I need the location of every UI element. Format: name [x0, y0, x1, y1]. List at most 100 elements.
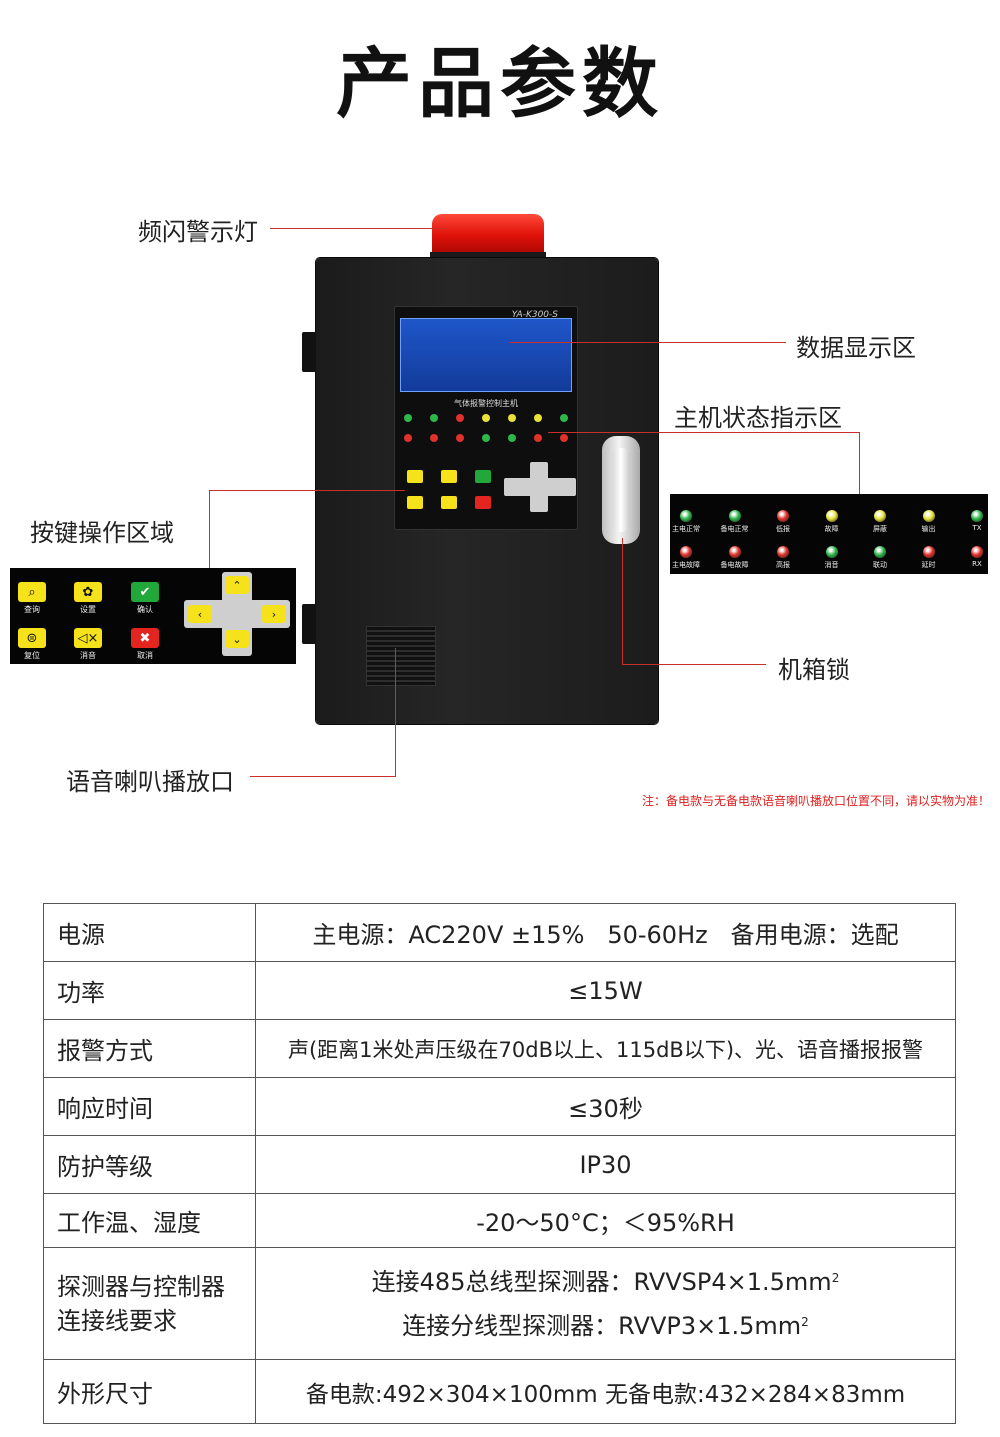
cancel-icon: ✖ [131, 628, 159, 648]
hinge-bottom [302, 604, 316, 644]
spec-value: ≤15W [255, 961, 956, 1020]
panel-key [475, 470, 491, 483]
table-row: 功率 ≤15W [43, 961, 956, 1020]
panel-led [560, 414, 568, 422]
callout-line [859, 432, 860, 494]
status-led [777, 546, 789, 558]
callout-keys: 按键操作区域 [30, 519, 174, 547]
callout-speaker: 语音喇叭播放口 [66, 768, 234, 796]
status-led-label: 低报 [776, 525, 790, 533]
spec-name-line: 连接线要求 [57, 1306, 177, 1335]
spec-value-text: 连接485总线型探测器：RVVSP4×1.5mm [371, 1267, 832, 1296]
status-led-label: 输出 [921, 525, 936, 533]
mute-icon: ◁× [74, 628, 102, 648]
panel-led [404, 414, 412, 422]
status-led-label: 主电故障 [672, 561, 700, 569]
panel-key [475, 496, 491, 509]
panel-led [534, 414, 542, 422]
status-led-label: 屏蔽 [873, 525, 887, 533]
status-led [728, 510, 741, 522]
spec-value: 声(距离1米处声压级在70dB以上、115dB以下)、光、语音播报报警 [255, 1019, 956, 1078]
callout-line [622, 538, 623, 664]
status-led-label: 故障 [824, 525, 839, 533]
key-label: 取消 [137, 651, 153, 660]
spec-value: IP30 [255, 1135, 956, 1194]
status-led-label: 延时 [921, 561, 936, 569]
page-title: 产品参数 [336, 39, 664, 128]
spec-value: 备电款:492×304×100mm 无备电款:432×284×83mm [255, 1359, 956, 1424]
status-led-label: RX [972, 560, 982, 568]
status-led-label: 消音 [824, 561, 839, 569]
status-led-label: 主电正常 [672, 525, 700, 533]
spec-name-line: 探测器与控制器 [57, 1272, 225, 1301]
panel-title: 气体报警控制主机 [454, 399, 518, 408]
status-led [922, 546, 935, 558]
panel-led [404, 434, 412, 442]
status-led [728, 546, 741, 558]
callout-line [395, 648, 396, 776]
status-led [777, 510, 789, 522]
key-label: 查询 [24, 605, 40, 614]
spec-name: 响应时间 [43, 1077, 256, 1136]
status-led-label: 备电正常 [720, 525, 749, 533]
check-icon: ✔ [131, 582, 159, 602]
table-row: 报警方式 声(距离1米处声压级在70dB以上、115dB以下)、光、语音播报报警 [43, 1019, 956, 1078]
panel-led [508, 414, 516, 422]
panel-model: YA-K300-S [511, 310, 558, 320]
superscript: 2 [831, 1270, 840, 1285]
table-row: 响应时间 ≤30秒 [43, 1077, 956, 1136]
panel-key [407, 496, 423, 509]
spec-name: 外形尺寸 [43, 1359, 256, 1424]
key-label: 设置 [80, 605, 96, 614]
callout-line [209, 490, 210, 568]
status-led [825, 510, 838, 522]
status-led [874, 546, 886, 558]
arrow-down-icon: ⌄ [225, 630, 249, 648]
gear-icon: ✿ [74, 582, 102, 602]
spec-value-line: 连接485总线型探测器：RVVSP4×1.5mm2 [256, 1260, 955, 1304]
status-led [825, 546, 838, 558]
spec-name: 电源 [43, 903, 256, 962]
status-led [971, 510, 983, 522]
table-row: 探测器与控制器 连接线要求 连接485总线型探测器：RVVSP4×1.5mm2 … [43, 1247, 956, 1360]
status-led [874, 510, 886, 522]
callout-line [250, 776, 396, 777]
spec-value: ≤30秒 [255, 1077, 956, 1136]
status-led-label: 联动 [873, 561, 887, 569]
callout-line [270, 228, 448, 229]
status-led-label: 备电故障 [720, 561, 749, 569]
key-label: 复位 [24, 651, 40, 660]
status-led [680, 546, 692, 558]
arrow-right-icon: › [262, 605, 286, 623]
table-row: 防护等级 IP30 [43, 1135, 956, 1194]
reset-icon: ⊜ [18, 628, 46, 648]
lcd-screen [400, 318, 572, 392]
panel-led [508, 434, 516, 442]
callout-beacon: 频闪警示灯 [138, 218, 258, 246]
spec-name: 报警方式 [43, 1019, 256, 1078]
panel-led [456, 434, 464, 442]
panel-led [482, 414, 490, 422]
arrow-left-icon: ‹ [188, 605, 212, 623]
status-led [971, 546, 983, 558]
status-led-label: TX [972, 524, 982, 532]
callout-line [510, 342, 786, 343]
panel-led [430, 414, 438, 422]
panel-key [441, 470, 457, 483]
key-label: 消音 [80, 651, 96, 660]
spec-value: 主电源：AC220V ±15% 50-60Hz 备用电源：选配 [255, 903, 956, 962]
indicator-inset [670, 494, 988, 574]
speaker-grille [366, 626, 436, 686]
spec-value-text: 连接分线型探测器：RVVP3×1.5mm [402, 1311, 802, 1340]
spec-name: 防护等级 [43, 1135, 256, 1194]
superscript: 2 [801, 1314, 809, 1329]
spec-name: 工作温、湿度 [43, 1193, 256, 1248]
key-label: 确认 [137, 605, 153, 614]
table-row: 工作温、湿度 -20～50°C；＜95%RH [43, 1193, 956, 1248]
table-row: 电源 主电源：AC220V ±15% 50-60Hz 备用电源：选配 [43, 903, 956, 962]
lock-handle [612, 448, 630, 532]
spec-name: 探测器与控制器 连接线要求 [43, 1247, 256, 1360]
panel-key [407, 470, 423, 483]
callout-status: 主机状态指示区 [674, 404, 842, 432]
panel-led [482, 434, 490, 442]
